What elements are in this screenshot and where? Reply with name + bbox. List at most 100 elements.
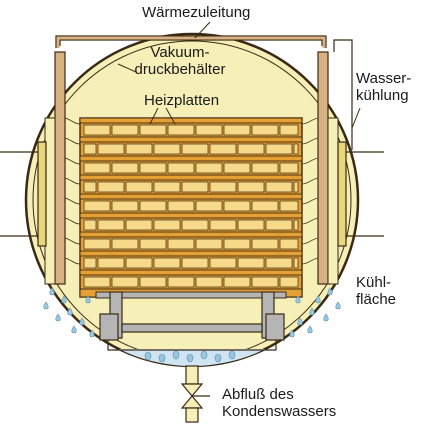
trolley-stand [99, 291, 285, 351]
product-tray [167, 162, 195, 174]
product-tray [237, 219, 265, 231]
product-tray [83, 238, 111, 250]
heat-supply-pipes [55, 35, 327, 48]
product-tray [139, 200, 167, 212]
product-tray [251, 200, 279, 212]
valve-icon [180, 365, 210, 423]
product-tray [223, 238, 251, 250]
product-tray [153, 181, 181, 193]
product-tray [279, 200, 299, 212]
product-tray [209, 219, 237, 231]
label-vacuum-vessel-line1: Vakuum- [150, 44, 210, 61]
product-tray [97, 181, 125, 193]
droplet [85, 295, 91, 304]
product-tray [209, 181, 237, 193]
heat-supply-leader [194, 21, 211, 39]
product-tray [195, 238, 223, 250]
product-tray [111, 276, 139, 288]
left-heater-column [54, 51, 66, 285]
product-tray [251, 124, 279, 136]
label-cooling-surface-line1: Kühl- [356, 274, 392, 291]
product-tray [293, 181, 299, 193]
left-connector-tubes [64, 117, 81, 265]
droplet [43, 301, 49, 310]
product-tray [237, 143, 265, 155]
droplet [71, 325, 77, 334]
product-tray [265, 257, 293, 269]
condensate-bubbles [144, 350, 236, 363]
product-tray [125, 143, 153, 155]
heating-plate [79, 136, 303, 143]
product-tray [293, 257, 299, 269]
left-cooling-surface [37, 141, 47, 247]
heating-plate [79, 269, 303, 276]
droplet [323, 313, 329, 322]
droplet [55, 313, 61, 322]
product-tray [195, 200, 223, 212]
label-water-cooling: Wasser- kühlung [356, 70, 411, 104]
droplet [79, 317, 85, 326]
label-condensate-drain-line2: Kondenswassers [222, 403, 337, 420]
droplet [309, 307, 315, 316]
heat-supply-pipes-fill [56, 36, 326, 48]
product-tray [279, 124, 299, 136]
product-tray [181, 257, 209, 269]
product-tray [223, 276, 251, 288]
water-cooling-leader [351, 107, 361, 129]
product-tray [251, 162, 279, 174]
product-tray [223, 162, 251, 174]
product-tray [83, 124, 111, 136]
label-heating-plates: Heizplatten [144, 92, 220, 109]
right-heater-column [317, 51, 329, 285]
droplet [61, 295, 67, 304]
product-tray [251, 276, 279, 288]
product-tray [111, 162, 139, 174]
product-tray [209, 257, 237, 269]
product-tray [195, 276, 223, 288]
product-tray [195, 124, 223, 136]
product-tray [125, 257, 153, 269]
label-heat-supply: Wärmezuleitung [142, 4, 251, 21]
right-pipe-guide [327, 117, 339, 285]
product-tray [181, 219, 209, 231]
product-tray [83, 219, 97, 231]
product-tray [279, 276, 299, 288]
label-water-cooling-line2: kühlung [356, 87, 409, 104]
trolley-top-bar [95, 291, 287, 299]
product-tray [237, 257, 265, 269]
product-tray [125, 219, 153, 231]
droplet [49, 287, 55, 296]
droplet [327, 287, 333, 296]
label-water-cooling-line1: Wasser- [356, 70, 412, 87]
product-tray [181, 181, 209, 193]
product-tray [83, 143, 97, 155]
product-tray [83, 257, 97, 269]
product-tray [97, 257, 125, 269]
product-tray [293, 219, 299, 231]
product-tray [223, 124, 251, 136]
product-tray [111, 200, 139, 212]
product-tray [167, 124, 195, 136]
droplet [295, 295, 301, 304]
product-tray [251, 238, 279, 250]
label-vacuum-vessel-line2: druckbehälter [134, 61, 226, 78]
label-condensate-drain-line1: Abfluß des [222, 386, 294, 403]
heating-plate [79, 155, 303, 162]
product-tray [139, 162, 167, 174]
label-cooling-surface: Kühl- fläche [356, 274, 396, 308]
vacuum-vessel-leader [117, 63, 137, 73]
product-tray [83, 276, 111, 288]
product-tray [139, 276, 167, 288]
product-tray [153, 257, 181, 269]
droplet [315, 295, 321, 304]
product-tray [125, 181, 153, 193]
heating-plate [79, 231, 303, 238]
product-tray [181, 143, 209, 155]
product-tray [83, 200, 111, 212]
product-tray [279, 238, 299, 250]
product-tray [293, 143, 299, 155]
heating-plates-leaders [149, 107, 176, 125]
product-tray [167, 238, 195, 250]
product-tray [139, 238, 167, 250]
